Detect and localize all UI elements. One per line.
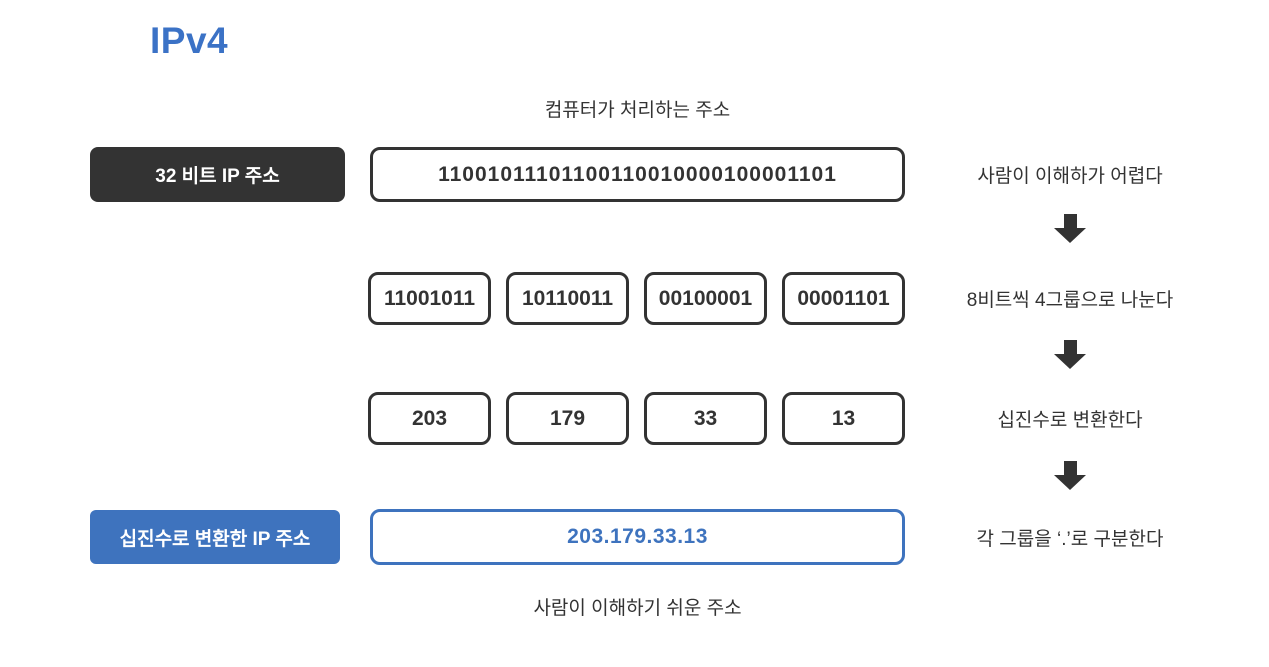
binary-group-box: 00100001: [644, 272, 767, 325]
down-arrow-icon: [1054, 461, 1086, 490]
decimal-address-value: 203.179.33.13: [370, 509, 905, 565]
page-title: IPv4: [150, 20, 229, 61]
binary-address-note: 사람이 이해하가 어렵다: [977, 166, 1163, 187]
human-address-caption: 사람이 이해하기 쉬운 주소: [533, 598, 742, 619]
decimal-groups-note: 십진수로 변환한다: [997, 409, 1143, 431]
binary-group-box: 11001011: [368, 272, 491, 325]
binary-group-box: 00001101: [782, 272, 905, 325]
down-arrow-icon: [1054, 214, 1086, 243]
arrow-head: [1054, 475, 1086, 490]
decimal-groups-row: 203 179 33 13: [368, 392, 905, 445]
decimal-address-label: 십진수로 변환한 IP 주소: [90, 510, 340, 564]
down-arrow-icon: [1054, 340, 1086, 369]
arrow-stem: [1063, 461, 1077, 475]
decimal-address-note: 각 그룹을 ‘.’로 구분한다: [976, 528, 1164, 550]
decimal-group-box: 203: [368, 392, 491, 445]
arrow-stem: [1063, 340, 1077, 354]
arrow-stem: [1063, 214, 1077, 228]
decimal-group-box: 33: [644, 392, 767, 445]
binary-group-box: 10110011: [506, 272, 629, 325]
binary-address-label: 32 비트 IP 주소: [90, 147, 345, 202]
binary-address-value: 11001011101100110010000100001101: [370, 147, 905, 202]
binary-groups-row: 11001011 10110011 00100001 00001101: [368, 272, 905, 325]
decimal-group-box: 179: [506, 392, 629, 445]
decimal-group-box: 13: [782, 392, 905, 445]
arrow-head: [1054, 354, 1086, 369]
binary-groups-note: 8비트씩 4그룹으로 나눈다: [966, 290, 1174, 311]
computer-address-caption: 컴퓨터가 처리하는 주소: [544, 100, 731, 121]
arrow-head: [1054, 228, 1086, 243]
